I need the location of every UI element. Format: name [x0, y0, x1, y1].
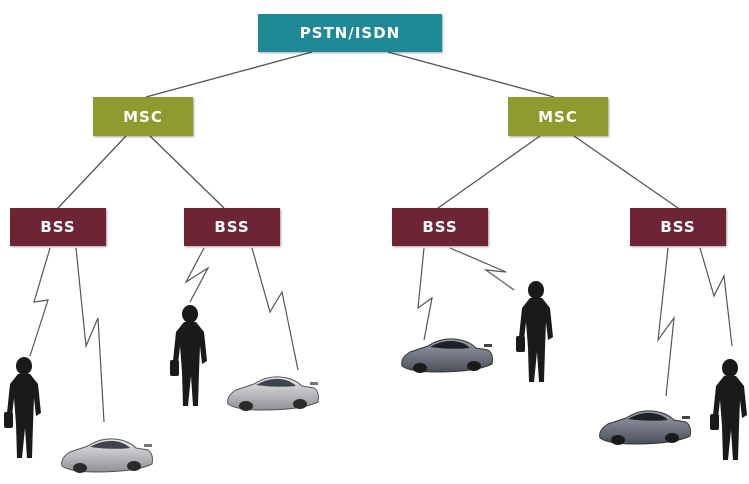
person-with-bag-icon: [516, 281, 553, 382]
radio-link-icon: [184, 247, 210, 303]
bss-node-3: BSS: [392, 208, 488, 246]
person-with-bag-icon: [710, 359, 747, 460]
car-icon: [599, 410, 691, 446]
bss-node-1: BSS: [10, 208, 106, 246]
radio-link-icon: [417, 247, 433, 341]
radio-link-icon: [29, 247, 51, 357]
msc-node-right: MSC: [508, 97, 608, 136]
radio-link-icon: [699, 247, 733, 347]
link-msc-left-bss-1: [57, 135, 127, 209]
pstn-isdn-node: PSTN/ISDN: [258, 14, 442, 52]
car-icon: [61, 438, 153, 474]
link-msc-right-bss-4: [573, 135, 679, 209]
link-msc-left-bss-2: [149, 135, 225, 209]
msc-node-left: MSC: [93, 97, 193, 136]
radio-link-icon: [75, 247, 105, 423]
car-icon: [227, 376, 319, 412]
link-root-msc-left: [145, 51, 313, 98]
radio-link-icon: [251, 247, 299, 371]
link-root-msc-right: [387, 51, 555, 98]
person-with-bag-icon: [170, 305, 207, 406]
car-icon: [401, 338, 493, 374]
tree-links: [57, 51, 679, 209]
link-msc-right-bss-3: [437, 135, 541, 209]
bss-node-2: BSS: [184, 208, 280, 246]
radio-link-icon: [657, 247, 675, 397]
person-with-bag-icon: [4, 357, 41, 458]
bss-node-4: BSS: [630, 208, 726, 246]
radio-link-icon: [449, 247, 515, 291]
